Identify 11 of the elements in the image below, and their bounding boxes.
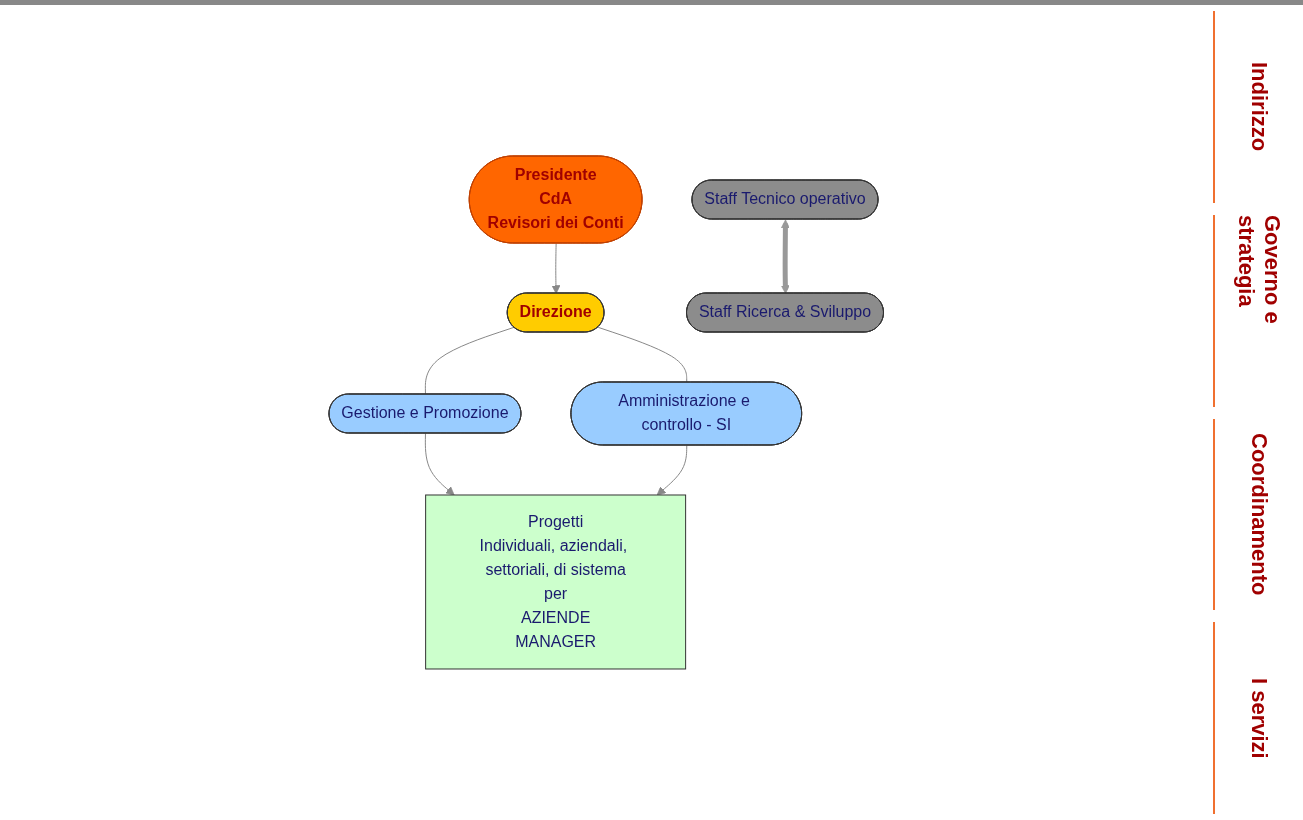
section-label: Indirizzo xyxy=(1213,11,1303,203)
arrow xyxy=(551,243,561,294)
arrow xyxy=(781,219,791,294)
arrow xyxy=(425,433,455,496)
connector xyxy=(597,326,688,383)
section-label: I servizi xyxy=(1213,622,1303,814)
section-label: Coordinamento xyxy=(1213,418,1303,611)
node-box: Progetti Individuali, aziendali, settoriali, di sistema per AZIENDE MANAGER xyxy=(425,494,687,670)
arrow xyxy=(656,445,688,496)
section-label: Governo e strategia xyxy=(1213,214,1303,407)
connector xyxy=(425,326,515,395)
